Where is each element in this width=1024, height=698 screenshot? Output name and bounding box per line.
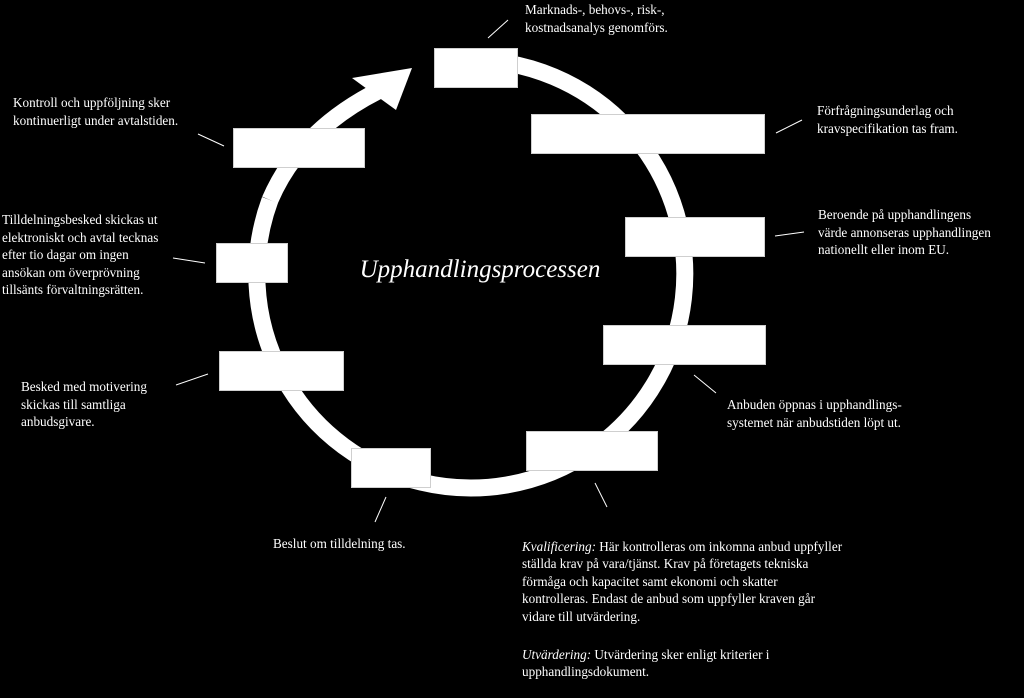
stage-tilldelning: Tilldelning [219, 351, 344, 391]
stage-annonsering: Annonsering [625, 217, 765, 257]
diagram-title: Upphandlingsprocessen [359, 256, 601, 283]
connector-avtal [172, 257, 206, 264]
connector-tilldelning [175, 373, 209, 386]
connector-anbudsoppning [693, 374, 717, 394]
kvalificering-term: Kvalificering: [522, 538, 596, 554]
stage-uppfoljning: Uppföljning [233, 128, 365, 168]
connector-uppfoljning [197, 133, 225, 147]
stage-beslut: Beslut [351, 448, 431, 488]
note-uppfoljning: Kontroll och uppföljning sker kontinuerl… [13, 95, 179, 128]
note-utvardering: Kvalificering: Här kontrolleras om inkom… [522, 520, 902, 698]
stage-utvardering: Utvärdering [526, 431, 658, 471]
utvardering-term: Utvärdering: [522, 646, 592, 662]
connector-beslut [374, 496, 387, 523]
connector-utvardering [594, 482, 608, 508]
note-kvalificering: Kvalificering: Här kontrolleras om inkom… [522, 538, 902, 626]
stage-behov: Behov [434, 48, 518, 88]
connector-behov [487, 19, 509, 39]
stage-upphandlingsdokument: Upphandlingsdokument [531, 114, 765, 154]
note-beslut: Beslut om tilldelning tas. [273, 536, 406, 551]
stage-anbudsoppning: Anbudsöppning [603, 325, 766, 365]
note-annonsering: Beroende på upphandlingens värde annonse… [818, 207, 991, 257]
kvalificering-text: Här kontrolleras om inkomna anbud uppfyl… [522, 538, 843, 624]
note-utvardering-criteria: Utvärdering: Utvärdering sker enligt kri… [522, 646, 902, 681]
note-upphandlingsdokument: Förfrågningsunderlag och kravspecifikati… [817, 103, 958, 136]
note-anbudsoppning: Anbuden öppnas i upphandlings- systemet … [727, 397, 902, 430]
note-behov: Marknads-, behovs-, risk-, kostnadsanaly… [525, 2, 668, 35]
cycle-arrowhead [352, 68, 412, 110]
stage-avtal: Avtal [216, 243, 288, 283]
connector-annonsering [774, 231, 805, 237]
note-tilldelning: Besked med motivering skickas till samtl… [21, 379, 147, 429]
connector-upphandlingsdokument [775, 119, 803, 134]
note-avtal: Tilldelningsbesked skickas ut elektronis… [2, 212, 159, 297]
